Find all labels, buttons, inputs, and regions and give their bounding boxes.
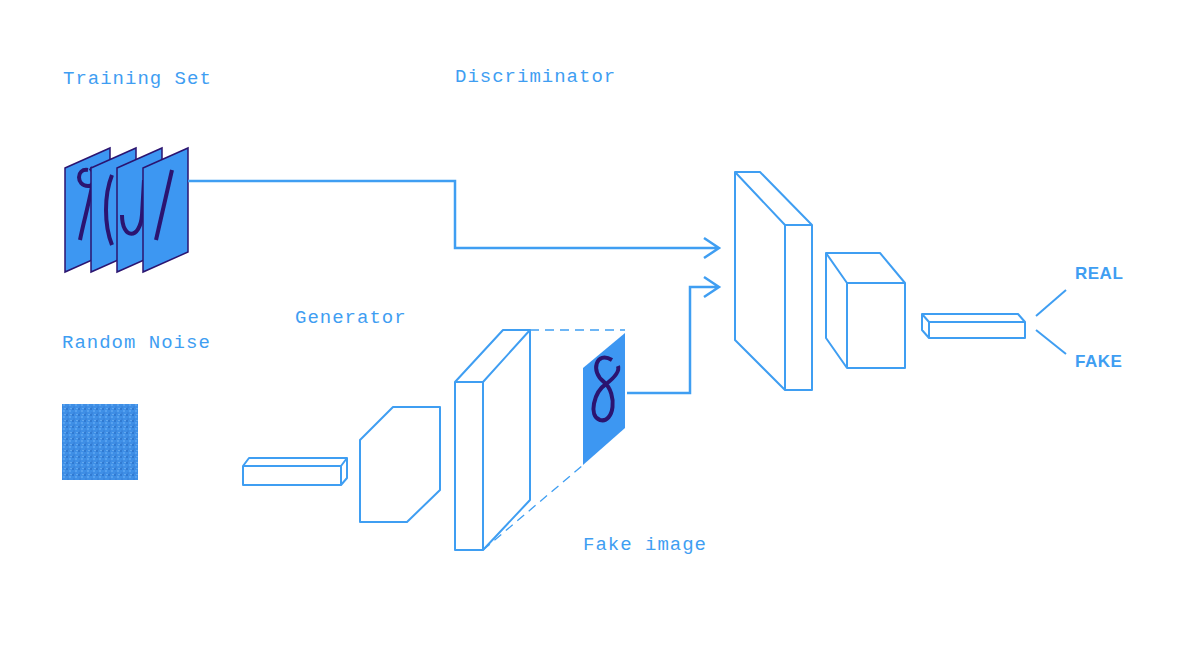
projection-lines (483, 330, 625, 550)
training-images (65, 148, 188, 272)
flow-arrow (188, 181, 719, 258)
discriminator-layers (735, 172, 1025, 390)
noise-input: Random Noise (62, 404, 138, 480)
fake-image-panel (583, 333, 625, 465)
node-heading: Discriminator (455, 66, 616, 88)
node-heading: Random Noise (62, 332, 211, 354)
noise-square (62, 404, 138, 480)
output-label: FAKE (1075, 352, 1122, 372)
flow-arrow (627, 277, 719, 393)
output-label: REAL (1075, 264, 1123, 284)
discriminator: Discriminator (735, 172, 1025, 390)
output-split (1036, 290, 1066, 354)
generator: Generator (243, 330, 540, 550)
fake-image: Fake image (583, 330, 627, 466)
node-heading: Fake image (583, 534, 707, 556)
node-heading: Generator (295, 307, 407, 329)
training-set: Training Set (63, 130, 188, 272)
node-heading: Training Set (63, 68, 212, 90)
generator-layers (243, 330, 530, 550)
